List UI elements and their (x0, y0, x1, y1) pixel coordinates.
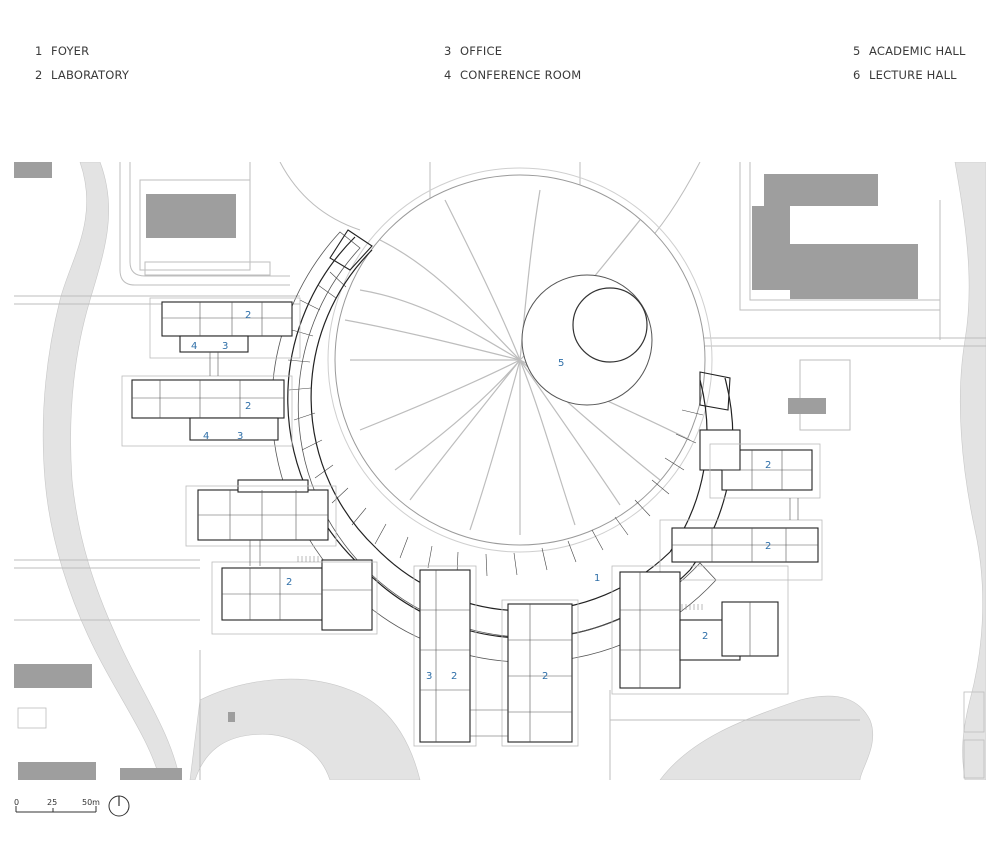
plan-label-lab: 2 (286, 577, 292, 588)
academic-hall-inner (572, 287, 648, 363)
scale-tick-0: 0 (14, 798, 19, 807)
legend-number: 4 (444, 68, 452, 82)
legend-number: 6 (853, 68, 861, 82)
plaza-paths (344, 189, 691, 535)
scale-bar: 0 25 50m (14, 798, 100, 813)
site-context (14, 162, 986, 780)
plan-label-conference: 4 (191, 341, 197, 352)
scale-tick-50m: 50m (82, 798, 100, 807)
legend-number: 1 (35, 44, 43, 58)
plan-label-lab: 2 (765, 541, 771, 552)
plan-label-lab: 2 (245, 310, 251, 321)
legend-item-conference-room: 4 CONFERENCE ROOM (444, 68, 581, 82)
scale-tick-25: 25 (47, 798, 57, 807)
legend-item-foyer: 1 FOYER (35, 44, 89, 58)
plan-label-foyer: 1 (594, 573, 600, 584)
legend-label: CONFERENCE ROOM (460, 68, 582, 82)
legend-number: 5 (853, 44, 861, 58)
legend: 1 FOYER 2 LABORATORY 3 OFFICE 4 CONFERENCE R… (0, 44, 1000, 94)
plan-labels: 2 4 3 2 4 3 2 5 2 2 1 2 3 2 2 (191, 310, 771, 682)
plan-label-office: 3 (426, 671, 432, 682)
legend-item-lecture-hall: 6 LECTURE HALL (853, 68, 957, 82)
plan-label-lab: 2 (542, 671, 548, 682)
legend-label: FOYER (51, 44, 90, 58)
plan-label-lab: 2 (451, 671, 457, 682)
plan-label-conference: 4 (203, 431, 209, 442)
existing-buildings (14, 162, 918, 780)
legend-number: 2 (35, 68, 43, 82)
plan-label-academic-hall: 5 (558, 358, 564, 369)
legend-number: 3 (444, 44, 452, 58)
river-strip-right (954, 162, 986, 780)
legend-item-office: 3 OFFICE (444, 44, 502, 58)
north-arrow-icon (108, 795, 130, 817)
pond (659, 695, 874, 780)
legend-label: LECTURE HALL (869, 68, 957, 82)
plan-label-lab: 2 (702, 631, 708, 642)
plan-label-lab: 2 (765, 460, 771, 471)
legend-item-laboratory: 2 LABORATORY (35, 68, 129, 82)
legend-label: ACADEMIC HALL (869, 44, 966, 58)
pond-left (189, 678, 421, 780)
south-wings (413, 565, 579, 747)
plan-label-office: 3 (222, 341, 228, 352)
plan-label-lab: 2 (245, 401, 251, 412)
plan-label-office: 3 (237, 431, 243, 442)
legend-label: OFFICE (460, 44, 503, 58)
legend-label: LABORATORY (51, 68, 130, 82)
legend-item-academic-hall: 5 ACADEMIC HALL (853, 44, 966, 58)
river-strip (42, 162, 181, 780)
